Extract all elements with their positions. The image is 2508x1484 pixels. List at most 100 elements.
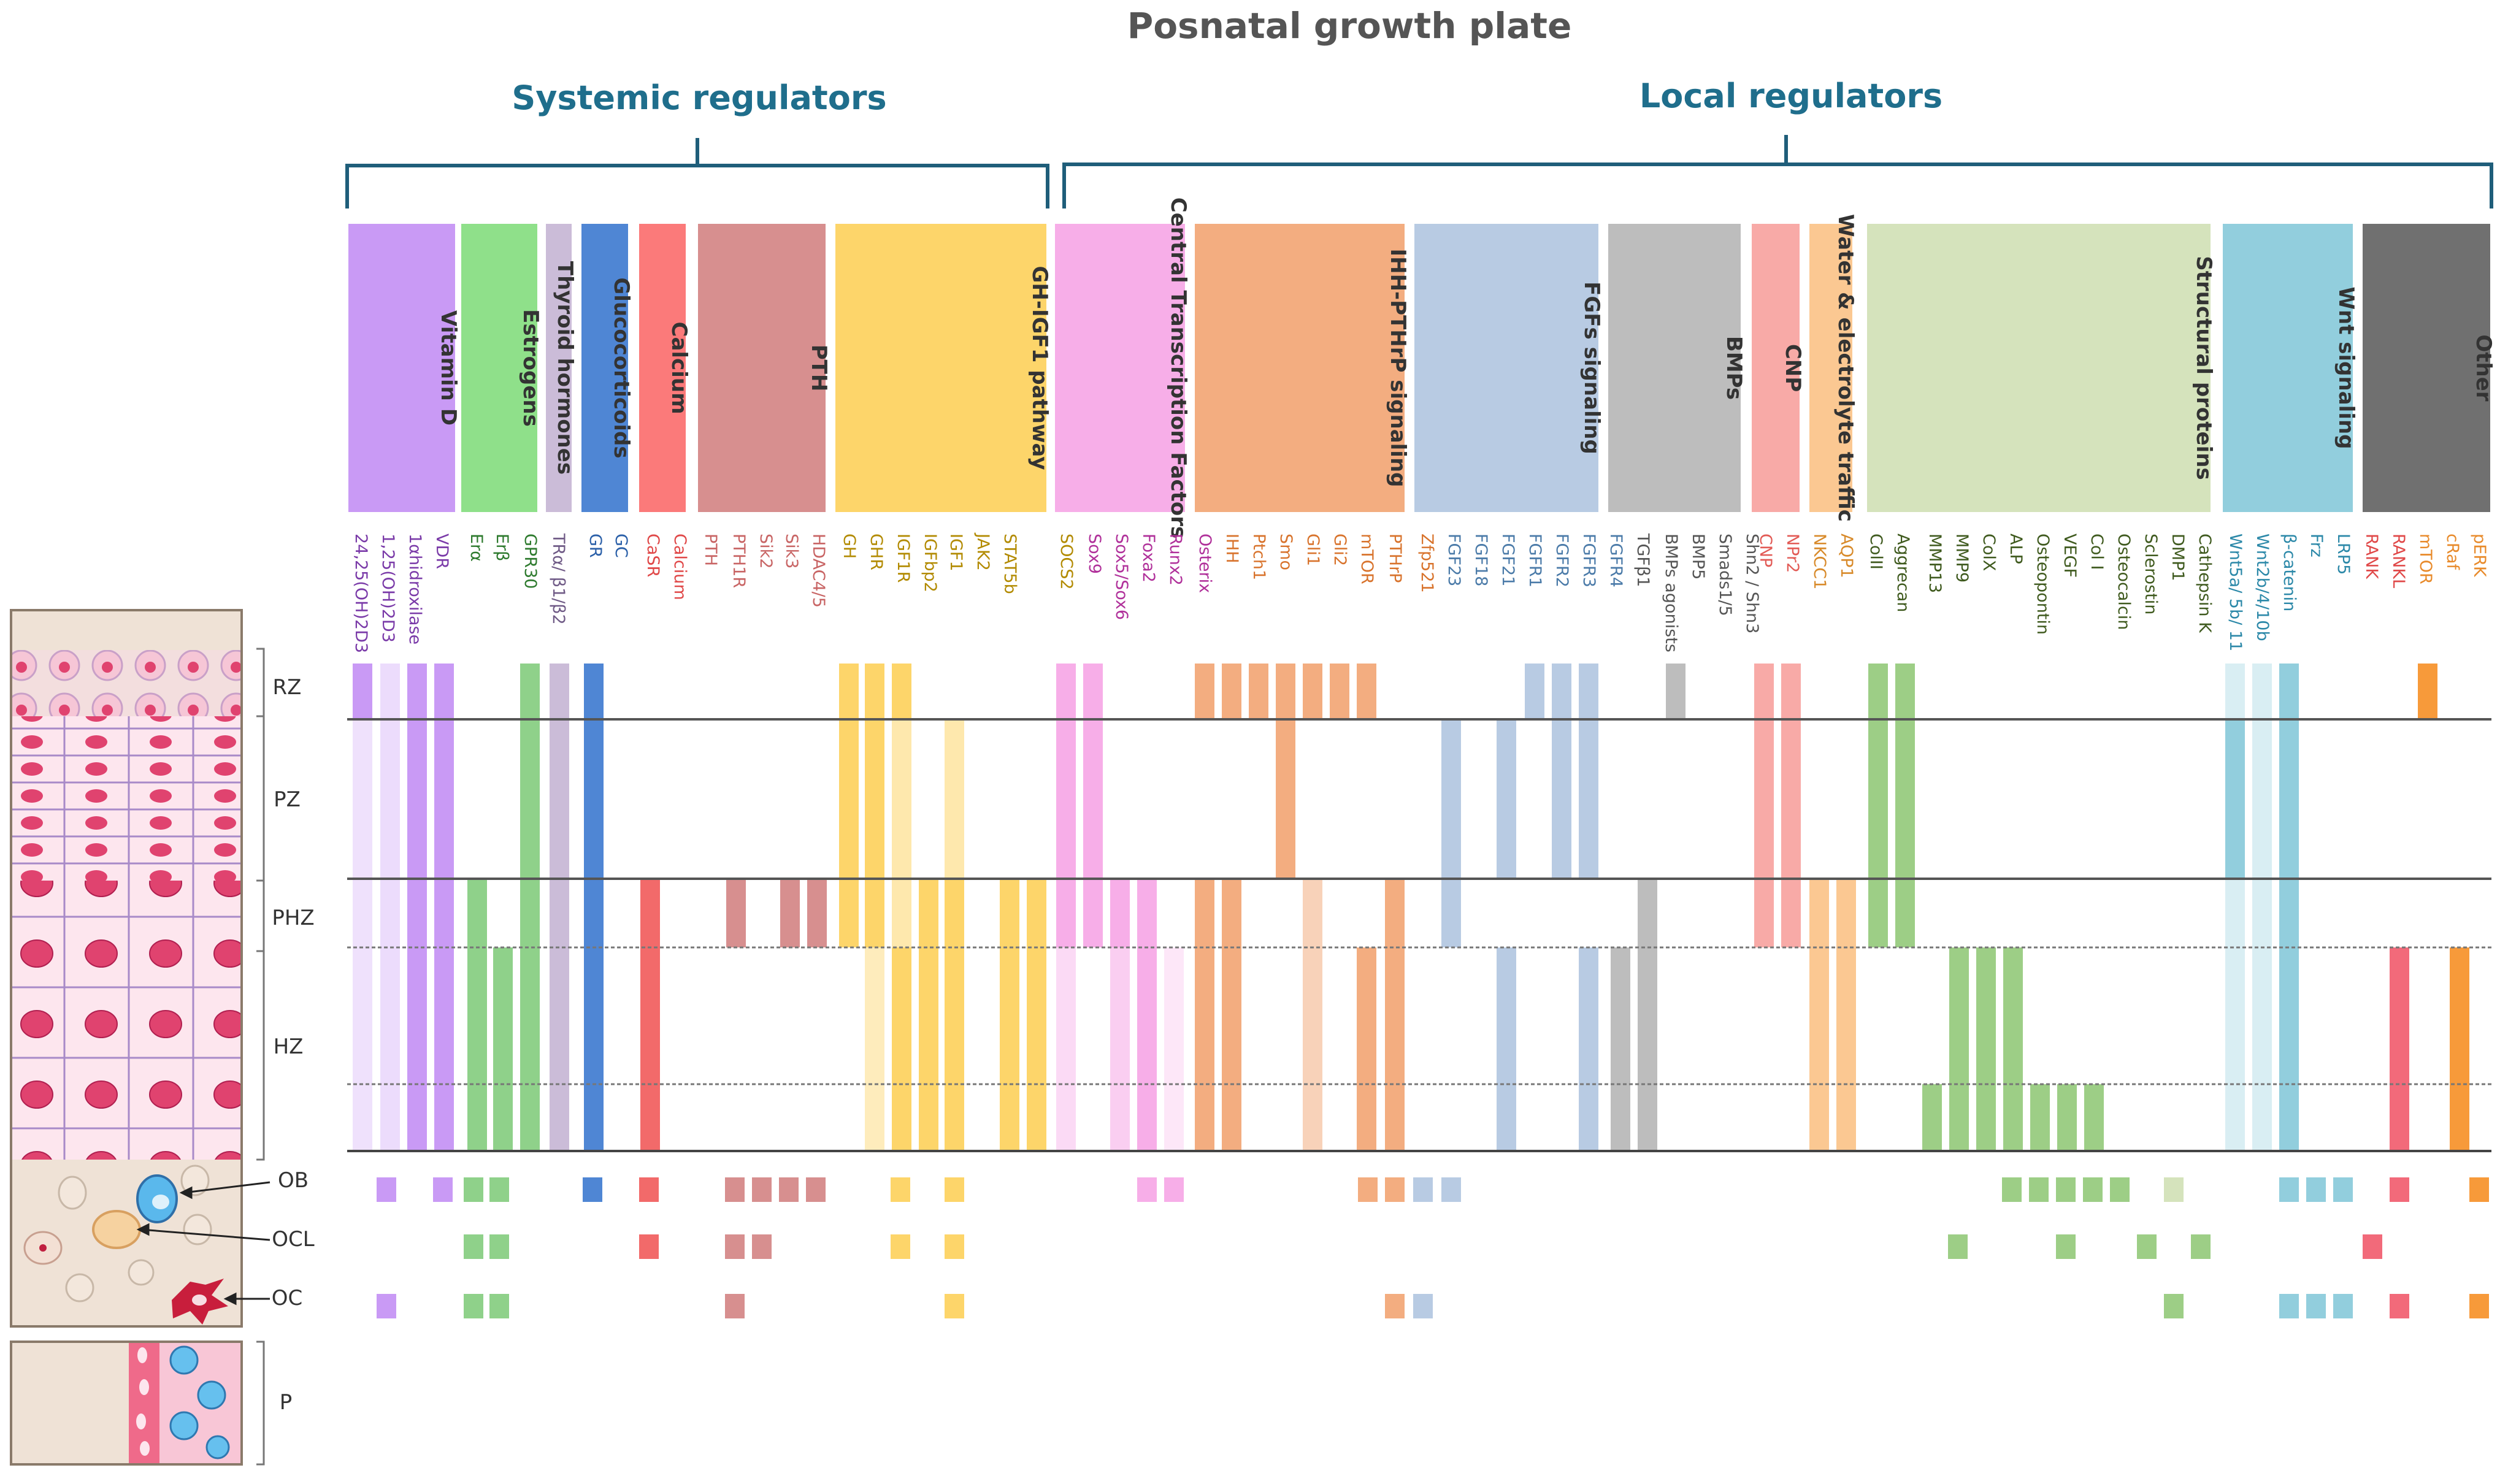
zone-lines	[347, 718, 2491, 1152]
zone-label-pz: PZ	[274, 787, 301, 812]
expression-bar-121	[2084, 1084, 2104, 1151]
gene-label-colii-54: ColII	[1866, 534, 1885, 570]
cell-marker-ob-24	[2279, 1177, 2299, 1202]
growth-plate-illustration	[10, 609, 243, 1466]
expression-bar-105	[1809, 879, 1829, 947]
expression-bar-1	[353, 719, 372, 879]
expression-bar-48	[919, 947, 938, 1151]
expression-bar-131	[2279, 719, 2299, 879]
expression-bar-91	[1552, 719, 1571, 879]
gene-label-ptch1-31: Ptch1	[1249, 534, 1268, 580]
cell-marker-ocl-34	[891, 1234, 910, 1259]
cell-marker-oc-46	[1385, 1294, 1405, 1318]
expression-bar-107	[1836, 879, 1856, 947]
gene-label-perk-76: pERK	[2470, 534, 2489, 578]
expression-bar-29	[584, 879, 604, 947]
gene-label-wnt5a-5b-11-67: Wnt5a/ 5b/ 11	[2226, 534, 2245, 651]
gene-label-tgf-1-45: TGFβ1	[1633, 533, 1652, 587]
gene-label-bmp5-47: BMP5	[1689, 534, 1708, 579]
expression-bar-62	[1083, 879, 1103, 947]
category-label-water-electrolyte-traffic: Water & electrolyte traffic	[1833, 214, 1858, 522]
cell-marker-oc-42	[464, 1294, 483, 1318]
expression-bar-122	[2225, 664, 2245, 719]
cell-marker-ocl-37	[2056, 1234, 2076, 1259]
gene-label-wnt2b-4-10b-68: Wnt2b/4/10b	[2253, 534, 2272, 641]
cell-marker-oc-53	[2469, 1294, 2489, 1318]
expression-bar-51	[945, 947, 964, 1151]
category-box-vitamin-d	[348, 224, 455, 512]
expression-bar-130	[2279, 664, 2299, 719]
expression-bar-95	[1611, 947, 1630, 1151]
cell-marker-oc-51	[2333, 1294, 2353, 1318]
category-box-fgfs-signaling	[1414, 224, 1598, 512]
cell-arrows	[136, 1181, 270, 1306]
expression-bar-64	[1110, 947, 1130, 1151]
expression-bar-73	[1222, 947, 1241, 1151]
expression-bar-49	[945, 719, 964, 879]
expression-bar-89	[1525, 664, 1544, 719]
category-label-gh-igf1-pathway: GH-IGF1 pathway	[1027, 266, 1052, 470]
cell-marker-ob-0	[377, 1177, 396, 1202]
category-box-central-transcription-factors	[1055, 224, 1185, 512]
expression-bar-65	[1137, 879, 1157, 947]
expression-bar-66	[1137, 947, 1157, 1151]
expression-bar-40	[865, 719, 884, 879]
expression-bar-135	[2418, 664, 2437, 719]
gene-label-aggrecan-55: Aggrecan	[1893, 534, 1912, 612]
category-label-wnt-signaling: Wnt signaling	[2334, 286, 2358, 449]
cell-marker-ocl-39	[2191, 1234, 2211, 1259]
cell-marker-ocl-30	[489, 1234, 509, 1259]
gene-label-osterix-29: Osterix	[1195, 534, 1214, 593]
expression-bar-26	[550, 947, 569, 1151]
category-label-ihh-pthrp-signaling: IHH-PTHrP signaling	[1386, 249, 1410, 488]
category-box-wnt-signaling	[2223, 224, 2353, 512]
expression-bar-53	[1000, 947, 1019, 1151]
category-box-other	[2363, 224, 2490, 512]
expression-bar-32	[640, 947, 660, 1151]
gene-label-er-5: Erβ	[493, 534, 512, 561]
expression-bar-30	[584, 947, 604, 1151]
cell-marker-oc-52	[2390, 1294, 2409, 1318]
expression-bar-77	[1303, 664, 1322, 719]
cell-marker-ob-23	[2164, 1177, 2184, 1202]
expression-bar-98	[1666, 664, 1685, 719]
cell-label-ob: OB	[278, 1168, 309, 1193]
cell-marker-ob-27	[2390, 1177, 2409, 1202]
expression-bar-124	[2225, 879, 2245, 947]
cell-marker-ocl-38	[2137, 1234, 2157, 1259]
category-box-gh-igf1-pathway	[835, 224, 1046, 512]
expression-bar-81	[1357, 664, 1376, 719]
expression-bar-42	[865, 947, 884, 1151]
expression-bar-0	[353, 664, 372, 719]
gene-label-mtor-74: mTOR	[2416, 534, 2435, 584]
cell-marker-ob-4	[583, 1177, 602, 1202]
category-label-central-transcription-factors: Central Transcription Factors	[1166, 197, 1191, 538]
cell-marker-ob-28	[2469, 1177, 2489, 1202]
expression-bar-136	[2450, 947, 2469, 1151]
expression-bar-120	[2057, 1084, 2077, 1151]
expression-bar-47	[919, 879, 938, 947]
gene-label-fgf18-39: FGF18	[1471, 534, 1490, 586]
expression-bar-68	[1195, 664, 1214, 719]
expression-bar-96	[1638, 879, 1657, 947]
gene-label-shn2-shn3-49: Shn2 / Shn3	[1743, 534, 1762, 633]
expression-bar-15	[434, 947, 454, 1151]
expression-bar-85	[1441, 719, 1461, 879]
expression-bar-80	[1330, 664, 1349, 719]
cell-marker-ob-3	[489, 1177, 509, 1202]
cell-marker-ob-20	[2056, 1177, 2076, 1202]
gene-label-runx2-28: Runx2	[1166, 534, 1185, 586]
zone-label-rz: RZ	[273, 675, 302, 700]
expression-bar-126	[2252, 664, 2272, 719]
cell-marker-oc-49	[2279, 1294, 2299, 1318]
gene-label-bmps-agonists-46: BMPs agonists	[1662, 534, 1681, 652]
expression-bar-72	[1222, 879, 1241, 947]
category-label-other: Other	[2471, 334, 2496, 401]
gene-label-calcium-11: Calcium	[670, 534, 689, 600]
expression-bar-37	[839, 719, 859, 879]
cell-marker-ob-14	[1358, 1177, 1378, 1202]
cell-marker-ocl-36	[1948, 1234, 1968, 1259]
expression-bar-59	[1056, 947, 1076, 1151]
expression-bar-83	[1385, 879, 1405, 947]
